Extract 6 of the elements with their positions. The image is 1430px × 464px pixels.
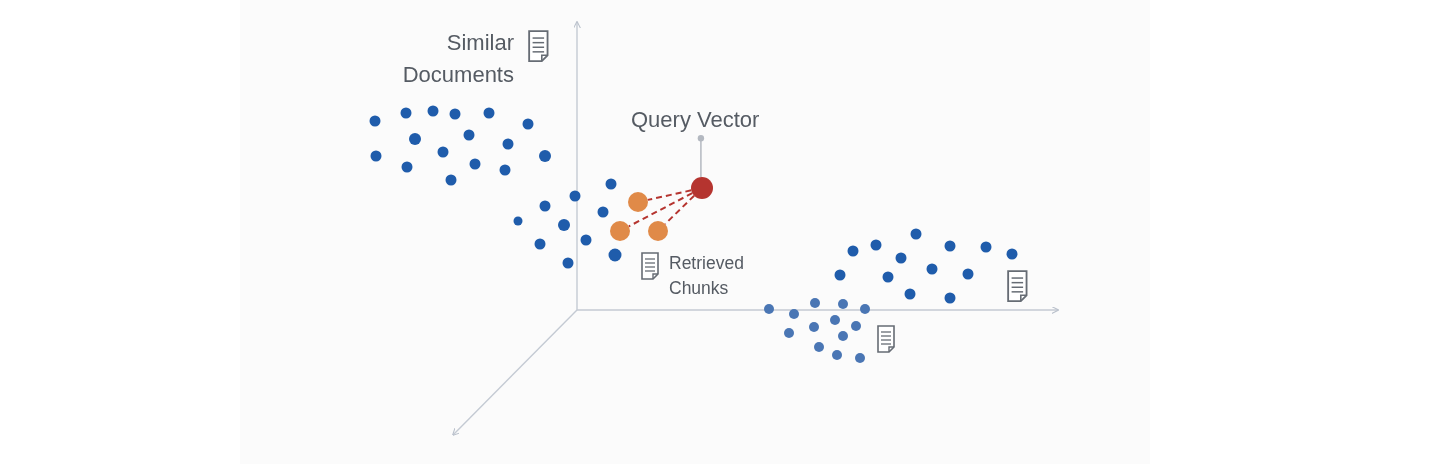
cluster-label: Similar Documents: [401, 29, 514, 89]
leader-line: [697, 135, 705, 178]
query-label: Query Vector: [631, 107, 760, 133]
similarity-line: [646, 189, 693, 201]
similarity-line: [627, 192, 694, 228]
cluster-label: Retrieved Chunks: [669, 252, 745, 301]
